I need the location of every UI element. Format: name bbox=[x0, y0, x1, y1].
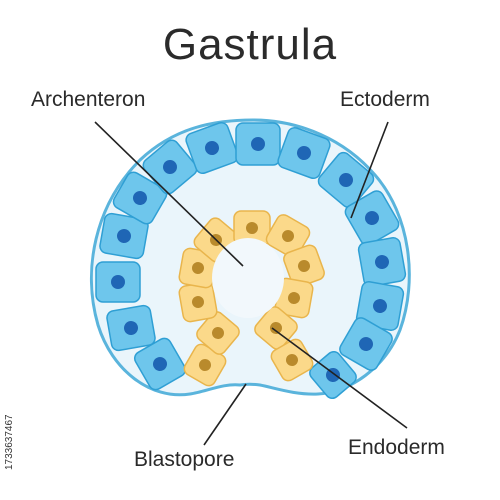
ectoderm-cell-nucleus bbox=[124, 321, 138, 335]
ectoderm-cell bbox=[99, 212, 149, 260]
ectoderm-cell bbox=[357, 237, 407, 287]
ectoderm-cell-nucleus bbox=[373, 299, 387, 313]
diagram-title: Gastrula bbox=[162, 20, 338, 69]
ectoderm-cell-nucleus bbox=[365, 211, 379, 225]
endoderm-cell-nucleus bbox=[192, 262, 204, 274]
ectoderm-cell-nucleus bbox=[111, 275, 125, 289]
ectoderm-cell-nucleus bbox=[153, 357, 167, 371]
ectoderm-cell-nucleus bbox=[339, 173, 353, 187]
endoderm-cell-nucleus bbox=[270, 322, 282, 334]
ectoderm-cell bbox=[95, 261, 141, 303]
ectoderm-layer bbox=[95, 121, 407, 400]
endoderm-cell-nucleus bbox=[192, 296, 204, 308]
archenteron-label: Archenteron bbox=[31, 88, 146, 111]
endoderm-label: Endoderm bbox=[348, 436, 445, 459]
endoderm-cell-nucleus bbox=[199, 359, 211, 371]
endoderm-cell-nucleus bbox=[212, 327, 224, 339]
endoderm-cell bbox=[196, 311, 240, 355]
endoderm-cell-nucleus bbox=[288, 292, 300, 304]
ectoderm-cell-nucleus bbox=[133, 191, 147, 205]
blastopore-label: Blastopore bbox=[134, 448, 235, 471]
ectoderm-cell bbox=[106, 304, 156, 352]
ectoderm-cell bbox=[277, 126, 331, 180]
ectoderm-pointer bbox=[350, 121, 389, 219]
ectoderm-cell bbox=[185, 121, 239, 175]
ectoderm-cell-nucleus bbox=[251, 137, 265, 151]
ectoderm-cell bbox=[133, 337, 187, 391]
ectoderm-cell-nucleus bbox=[359, 337, 373, 351]
ectoderm-cell bbox=[339, 317, 393, 371]
ectoderm-cell bbox=[309, 350, 357, 400]
ectoderm-cell bbox=[344, 190, 400, 246]
endoderm-cell bbox=[265, 214, 311, 258]
ectoderm-cell-nucleus bbox=[117, 229, 131, 243]
ectoderm-label: Ectoderm bbox=[340, 88, 430, 111]
endoderm-cell-nucleus bbox=[282, 230, 294, 242]
endoderm-cell bbox=[178, 281, 218, 323]
ectoderm-cell-nucleus bbox=[375, 255, 389, 269]
ectoderm-cell bbox=[112, 171, 168, 225]
ectoderm-cell-nucleus bbox=[163, 160, 177, 174]
ectoderm-cell-nucleus bbox=[205, 141, 219, 155]
archenteron-pointer bbox=[94, 121, 244, 267]
endoderm-cell-nucleus bbox=[246, 222, 258, 234]
endoderm-cell bbox=[283, 244, 325, 288]
ectoderm-cell bbox=[235, 122, 281, 166]
endoderm-cell-nucleus bbox=[286, 354, 298, 366]
ectoderm-cell-nucleus bbox=[297, 146, 311, 160]
ectoderm-cell bbox=[142, 139, 198, 195]
archenteron-cavity bbox=[212, 238, 284, 318]
blastopore-pointer bbox=[203, 383, 247, 446]
endoderm-pointer bbox=[271, 327, 408, 429]
endoderm-cell-nucleus bbox=[298, 260, 310, 272]
stock-image-id: 1733637467 bbox=[4, 414, 15, 470]
